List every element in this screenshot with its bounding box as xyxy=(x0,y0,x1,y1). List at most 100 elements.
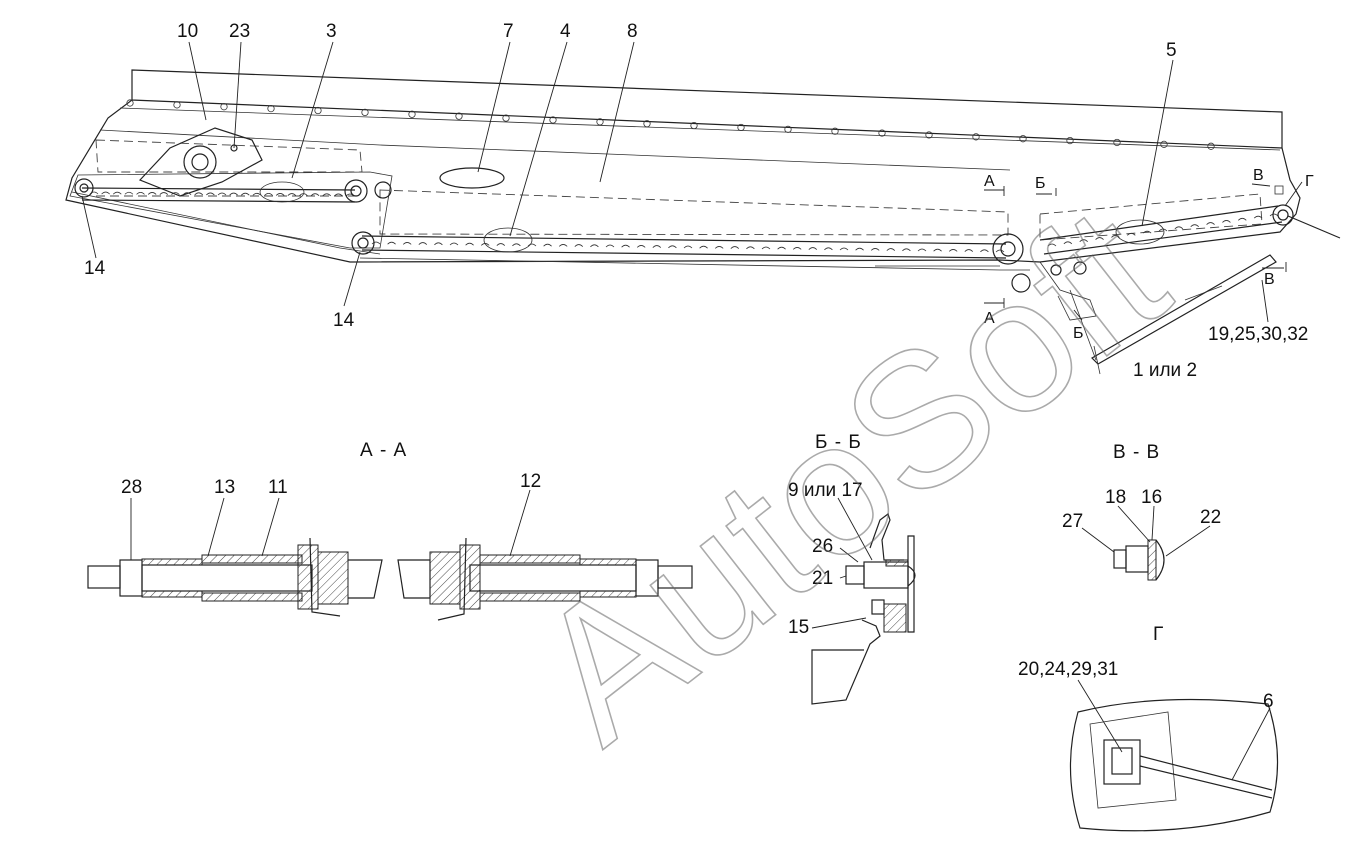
bolt-icon xyxy=(643,120,651,128)
bolt-icon xyxy=(267,105,275,113)
bolt-icon xyxy=(502,114,510,122)
chain-main xyxy=(371,241,1005,253)
bolt-icon xyxy=(878,129,886,137)
bolt-icon xyxy=(1066,137,1074,145)
chain-tooth xyxy=(574,244,584,247)
chain-tooth xyxy=(1063,241,1073,245)
section-vv-title: В - В xyxy=(1113,442,1160,463)
callout-12: 12 xyxy=(520,471,541,492)
section-mark-b-top: Б xyxy=(1035,175,1046,192)
chain-tooth xyxy=(402,242,412,245)
chain-tooth xyxy=(101,191,110,195)
main-labels: 10 23 3 7 4 8 5 14 14 19,25,30,32 1 или … xyxy=(84,21,1314,381)
chain-tooth xyxy=(240,192,250,196)
chain-tooth xyxy=(275,193,285,196)
chain-tooth xyxy=(112,191,122,195)
chain-tooth xyxy=(855,247,864,251)
callout-19-25-30-32: 19,25,30,32 xyxy=(1208,324,1308,345)
callout-20-24-29-31: 20,24,29,31 xyxy=(1018,659,1118,680)
callout-21: 21 xyxy=(812,568,833,589)
chain-tooth xyxy=(808,247,818,250)
chain-tooth xyxy=(136,191,145,195)
chain-tooth xyxy=(1190,224,1199,228)
chain-tooth xyxy=(980,249,989,253)
chain-tooth xyxy=(310,193,320,197)
chain-tooth xyxy=(217,192,227,196)
chain-tooth xyxy=(124,191,134,195)
callout-1-or-2: 1 или 2 xyxy=(1133,360,1197,381)
bolt-icon xyxy=(126,99,134,107)
section-aa: А - А 28 13 11 12 xyxy=(87,440,693,621)
chain-tooth xyxy=(683,245,693,249)
chain-tooth xyxy=(886,248,896,251)
bolt-icon xyxy=(690,121,698,130)
bolt-icon xyxy=(737,123,745,132)
bolt-row xyxy=(126,99,1215,150)
chain-tooth xyxy=(1142,230,1152,234)
callout-15: 15 xyxy=(788,617,809,638)
chain-tooth xyxy=(171,192,180,195)
chain-tooth xyxy=(636,245,646,248)
chain-tooth xyxy=(194,192,204,196)
chain-tooth xyxy=(1238,217,1247,221)
callout-10: 10 xyxy=(177,21,198,42)
chain-tooth xyxy=(159,192,169,195)
section-mark-v-bottom: В xyxy=(1264,271,1275,288)
bolt-icon xyxy=(1160,140,1168,148)
bolt-icon xyxy=(549,116,557,124)
callout-13: 13 xyxy=(214,477,235,498)
section-mark-b-bottom: Б xyxy=(1073,325,1084,342)
chain-tooth xyxy=(434,242,443,246)
bolt-icon xyxy=(596,118,604,126)
chain-tooth xyxy=(287,193,297,196)
chain-tooth xyxy=(229,192,238,196)
chain-tooth xyxy=(1269,213,1279,217)
chain-tooth xyxy=(621,244,630,248)
callout-5: 5 xyxy=(1166,40,1177,61)
callout-9-or-17: 9 или 17 xyxy=(788,480,863,501)
main-leaders xyxy=(81,41,1303,323)
section-bb: Б - Б 9 или 17 26 21 15 xyxy=(788,432,916,705)
bolt-icon xyxy=(784,125,792,133)
chain-tooth xyxy=(387,241,396,245)
bolt-icon xyxy=(1207,142,1215,150)
bolt-icon xyxy=(972,133,980,141)
chain-tooth xyxy=(1079,239,1088,243)
chain-tooth xyxy=(418,242,428,245)
chain-tooth xyxy=(147,192,157,195)
bolt-icon xyxy=(1113,138,1121,147)
chain-tooth xyxy=(496,243,506,246)
section-mark-a-bottom: А xyxy=(984,310,995,327)
chain-tooth xyxy=(714,246,724,249)
chain-tooth xyxy=(605,244,615,248)
callout-16: 16 xyxy=(1141,487,1162,508)
chain-tooth xyxy=(1253,215,1263,219)
section-mark-a-top: А xyxy=(984,173,995,190)
callout-14-left: 14 xyxy=(84,258,106,279)
bolt-icon xyxy=(314,106,322,115)
chain-tooth xyxy=(964,249,974,252)
view-g: Г 20,24,29,31 6 xyxy=(1018,624,1279,832)
bolt-icon xyxy=(173,101,181,109)
section-bb-title: Б - Б xyxy=(815,432,862,453)
callout-7: 7 xyxy=(503,21,514,42)
callout-18: 18 xyxy=(1105,487,1126,508)
sprocket xyxy=(74,178,1294,293)
chain-tooth xyxy=(870,248,880,251)
watermark: AutoSoft xyxy=(497,167,1202,783)
chain-tooth xyxy=(465,242,474,246)
chain-tooth xyxy=(777,246,786,250)
chain-tooth xyxy=(206,192,215,196)
chain-tooth xyxy=(902,248,911,252)
chain-tooth xyxy=(527,243,537,247)
chain-tooth xyxy=(264,192,273,196)
chain-tooth xyxy=(761,246,771,250)
chain-tooth xyxy=(1111,235,1120,238)
callout-26: 26 xyxy=(812,536,833,557)
callout-14-center: 14 xyxy=(333,310,355,331)
chain-tooth xyxy=(839,247,849,251)
section-vv: В - В 18 16 27 22 xyxy=(1062,442,1221,581)
chain-tooth xyxy=(543,243,552,247)
chain-tooth xyxy=(668,245,677,249)
